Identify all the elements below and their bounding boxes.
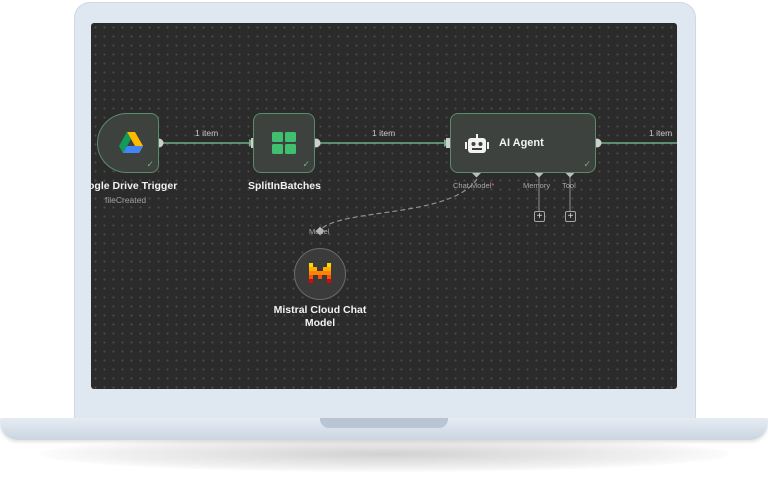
agent-input-handle [446, 138, 450, 148]
add-memory-button[interactable]: + [534, 211, 545, 222]
edge-label-agent-out: 1 item [649, 128, 673, 138]
node-title-split-in-batches: SplitInBatches [248, 180, 321, 192]
node-title-mistral-line1: Mistral Cloud Chat [273, 304, 367, 316]
port-label-chat-model: Chat Model* [453, 181, 495, 190]
success-check-icon: ✓ [146, 159, 154, 169]
edge-label-split-agent: 1 item [372, 128, 396, 138]
workflow-canvas[interactable]: 1 item 1 item 1 item ✓ ogle Drive Trigge… [91, 23, 677, 389]
edge-label-trigger-split: 1 item [195, 128, 219, 138]
node-title-google-drive-trigger: ogle Drive Trigger [91, 180, 178, 192]
grid-icon [272, 132, 296, 154]
node-subtitle-google-drive-trigger: fileCreated [105, 195, 147, 205]
success-check-icon: ✓ [583, 159, 591, 169]
laptop-notch [320, 418, 448, 428]
mistral-icon [308, 262, 331, 283]
google-drive-icon [119, 132, 143, 153]
port-label-memory: Memory [523, 181, 551, 190]
laptop-base [0, 418, 768, 440]
model-output-port [315, 226, 325, 236]
node-mistral-chat-model[interactable] [294, 248, 346, 300]
connections-layer [154, 138, 677, 236]
robot-icon [465, 134, 489, 153]
node-ai-agent[interactable]: AI Agent ✓ [450, 113, 596, 173]
success-check-icon: ✓ [302, 159, 310, 169]
connection-model-to-agent [319, 178, 478, 231]
node-split-in-batches[interactable]: ✓ [253, 113, 315, 173]
laptop-shadow [40, 436, 730, 472]
node-title-ai-agent: AI Agent [499, 137, 544, 149]
port-label-model: Model [309, 227, 330, 236]
node-title-mistral-line2: Model [304, 317, 336, 329]
required-marker: * [491, 181, 495, 190]
add-tool-button[interactable]: + [565, 211, 576, 222]
port-label-tool: Tool [562, 181, 576, 190]
node-google-drive-trigger[interactable]: ✓ [97, 113, 159, 173]
